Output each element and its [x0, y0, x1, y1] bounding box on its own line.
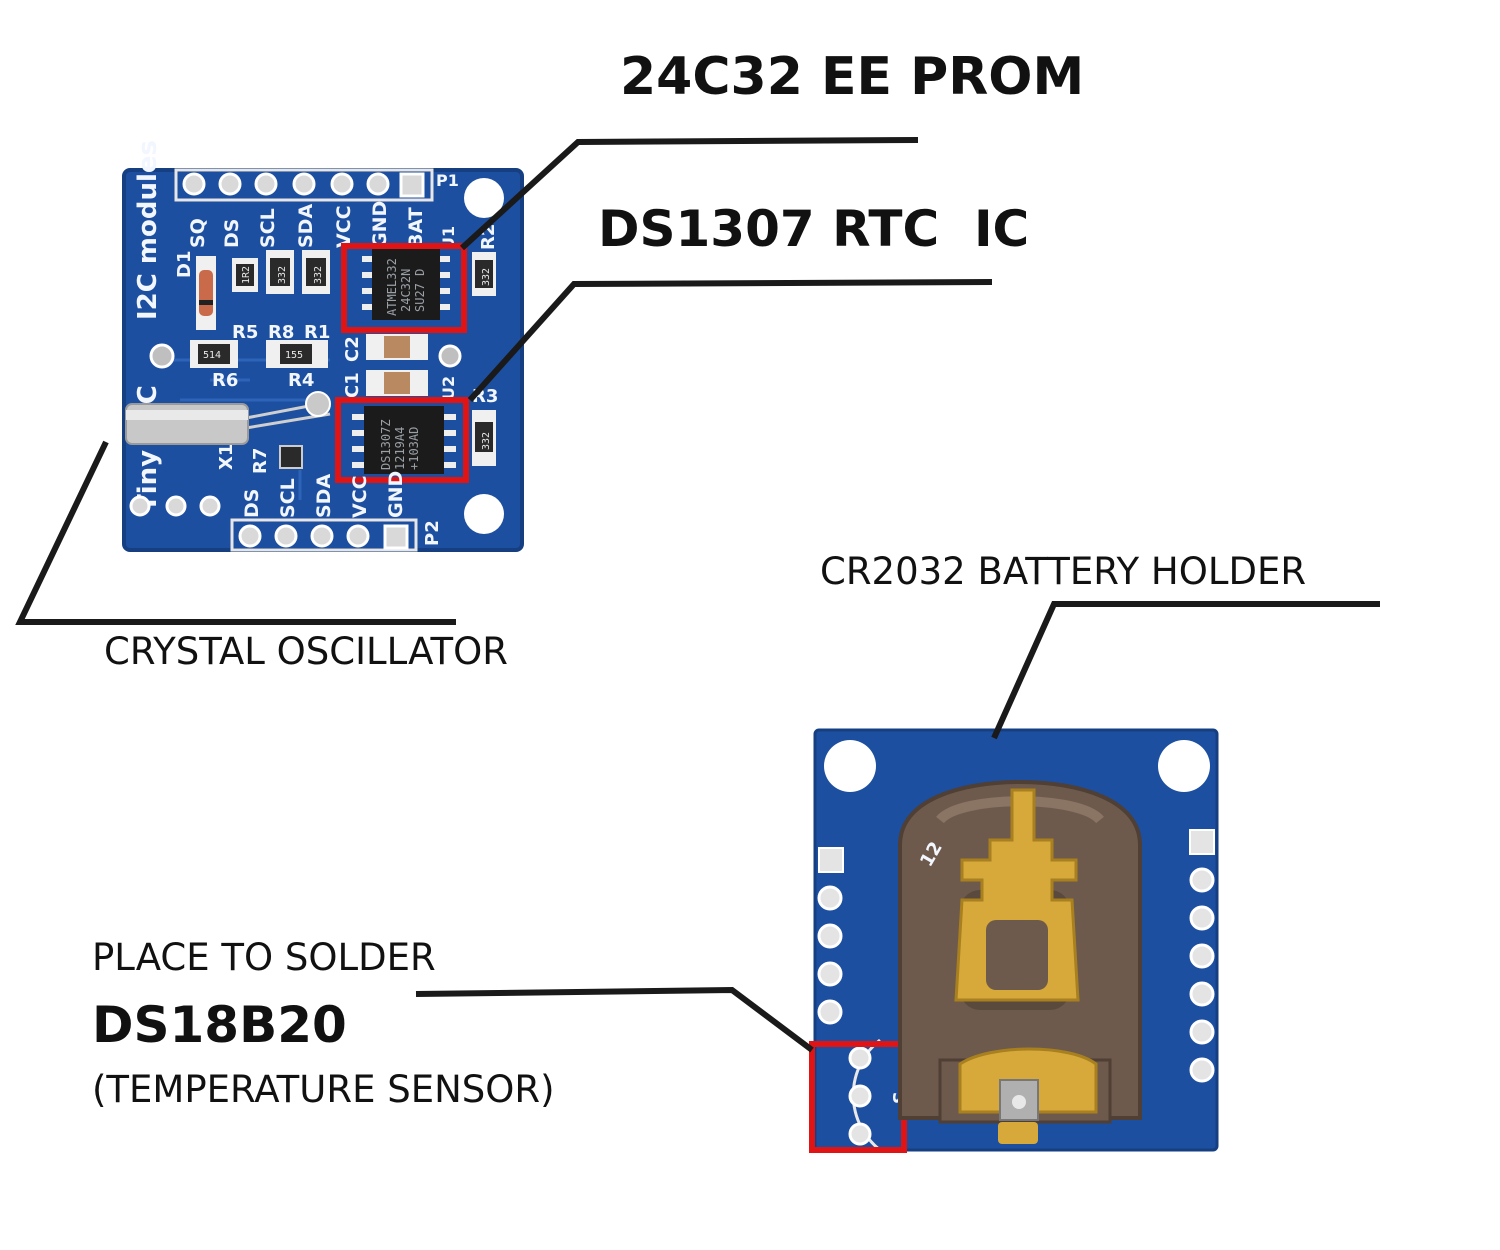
pin-label-vcc: VCC: [333, 205, 355, 248]
eeprom-highlight: [341, 243, 467, 333]
rtc-chip: DS1307Z 1219A4 +103AD: [352, 406, 456, 474]
designator-r8: R8: [268, 322, 294, 343]
pin-label-scl: SCL: [257, 208, 279, 248]
bottom-pin-label-sda: SDA: [313, 474, 335, 518]
back-board: S 12: [809, 728, 1219, 1153]
back-left-pins: [817, 847, 844, 1025]
designator-u2: U2: [439, 376, 458, 400]
rtc-highlight: [335, 397, 469, 483]
designator-r7: R7: [250, 448, 271, 474]
eeprom-leader-line: [459, 137, 919, 251]
designator-x1: X1: [216, 444, 237, 470]
resistor-r6: 514: [190, 340, 238, 368]
designator-r1: R1: [304, 322, 330, 343]
crystal-leader-line: [15, 440, 456, 625]
top-header-pins: [182, 172, 425, 198]
svg-text:332: 332: [313, 266, 324, 284]
crystal-oscillator: [125, 391, 331, 445]
svg-text:332: 332: [277, 266, 288, 284]
resistor-r8: 332: [302, 250, 330, 294]
rtc-leader-line: [467, 279, 993, 403]
pin-label-sda: SDA: [295, 204, 317, 248]
mount-hole: [1158, 740, 1210, 792]
battery-holder: 12: [898, 779, 1142, 1144]
resistor-right-bottom: 332: [472, 410, 496, 466]
header-label-p2: P2: [422, 520, 443, 546]
pin-label-gnd: GND: [369, 201, 391, 248]
designator-c2: C2: [342, 336, 363, 362]
battery-holder-callout-label: CR2032 BATTERY HOLDER: [820, 550, 1306, 593]
back-right-pins: [1189, 829, 1215, 1083]
sensor-leader-line: [415, 986, 814, 1053]
resistor-r2: 1R2: [232, 258, 258, 292]
resistor-r4: 155: [266, 340, 328, 368]
designator-c1: C1: [342, 372, 363, 398]
svg-text:332: 332: [481, 268, 492, 286]
bottom-pin-label-scl: SCL: [277, 478, 299, 518]
crystal-callout-label: CRYSTAL OSCILLATOR: [104, 630, 508, 673]
pin-label-bat: BAT: [405, 207, 427, 248]
designator-r6: R6: [212, 370, 238, 391]
resistor-right-top: 332: [472, 252, 496, 296]
eeprom-chip: ATMEL332 24C32N SU27 D: [362, 248, 450, 320]
header-label-p1: P1: [436, 171, 459, 190]
svg-text:24C32N: 24C32N: [399, 269, 413, 312]
battery-leader-line: [991, 601, 1380, 740]
svg-text:+103AD: +103AD: [407, 427, 421, 470]
svg-text:DS1307Z: DS1307Z: [379, 419, 393, 470]
ds18b20-footprint: [848, 1046, 872, 1146]
designator-r4: R4: [288, 370, 314, 391]
mount-hole: [464, 178, 504, 218]
svg-text:ATMEL332: ATMEL332: [385, 258, 399, 316]
svg-text:514: 514: [203, 350, 221, 361]
resistor-r5: 332: [266, 250, 294, 294]
sensor-callout-line3: (TEMPERATURE SENSOR): [92, 1068, 555, 1111]
board-title-line1: I2C modules: [133, 140, 163, 320]
svg-text:SU27 D: SU27 D: [413, 269, 427, 312]
svg-text:1R2: 1R2: [241, 266, 252, 284]
bottom-pin-label-vcc: VCC: [349, 475, 371, 518]
mount-hole: [464, 494, 504, 534]
mount-hole: [824, 740, 876, 792]
capacitor-c2: [366, 334, 428, 360]
designator-d1: D1: [174, 251, 195, 278]
eeprom-callout-label: 24C32 EE PROM: [620, 47, 1084, 107]
pin-label-ds: DS: [221, 219, 243, 248]
front-board: P1 I2C modules Tiny RTC SQ DS SCL SDA VC…: [122, 140, 524, 552]
bottom-pin-label-ds: DS: [241, 489, 263, 518]
capacitor-c1: [366, 370, 428, 396]
bottom-pin-label-gnd: GND: [385, 471, 407, 518]
diode-d1: [196, 256, 216, 330]
svg-text:155: 155: [285, 350, 303, 361]
rtc-callout-label: DS1307 RTC IC: [598, 200, 1029, 258]
sensor-callout-line2: DS18B20: [92, 996, 347, 1054]
sensor-callout-line1: PLACE TO SOLDER: [92, 936, 436, 979]
svg-text:1219A4: 1219A4: [393, 427, 407, 470]
svg-text:332: 332: [481, 432, 492, 450]
designator-r5: R5: [232, 322, 258, 343]
bottom-header-pins: [238, 524, 409, 550]
pin-label-sq: SQ: [187, 218, 209, 248]
